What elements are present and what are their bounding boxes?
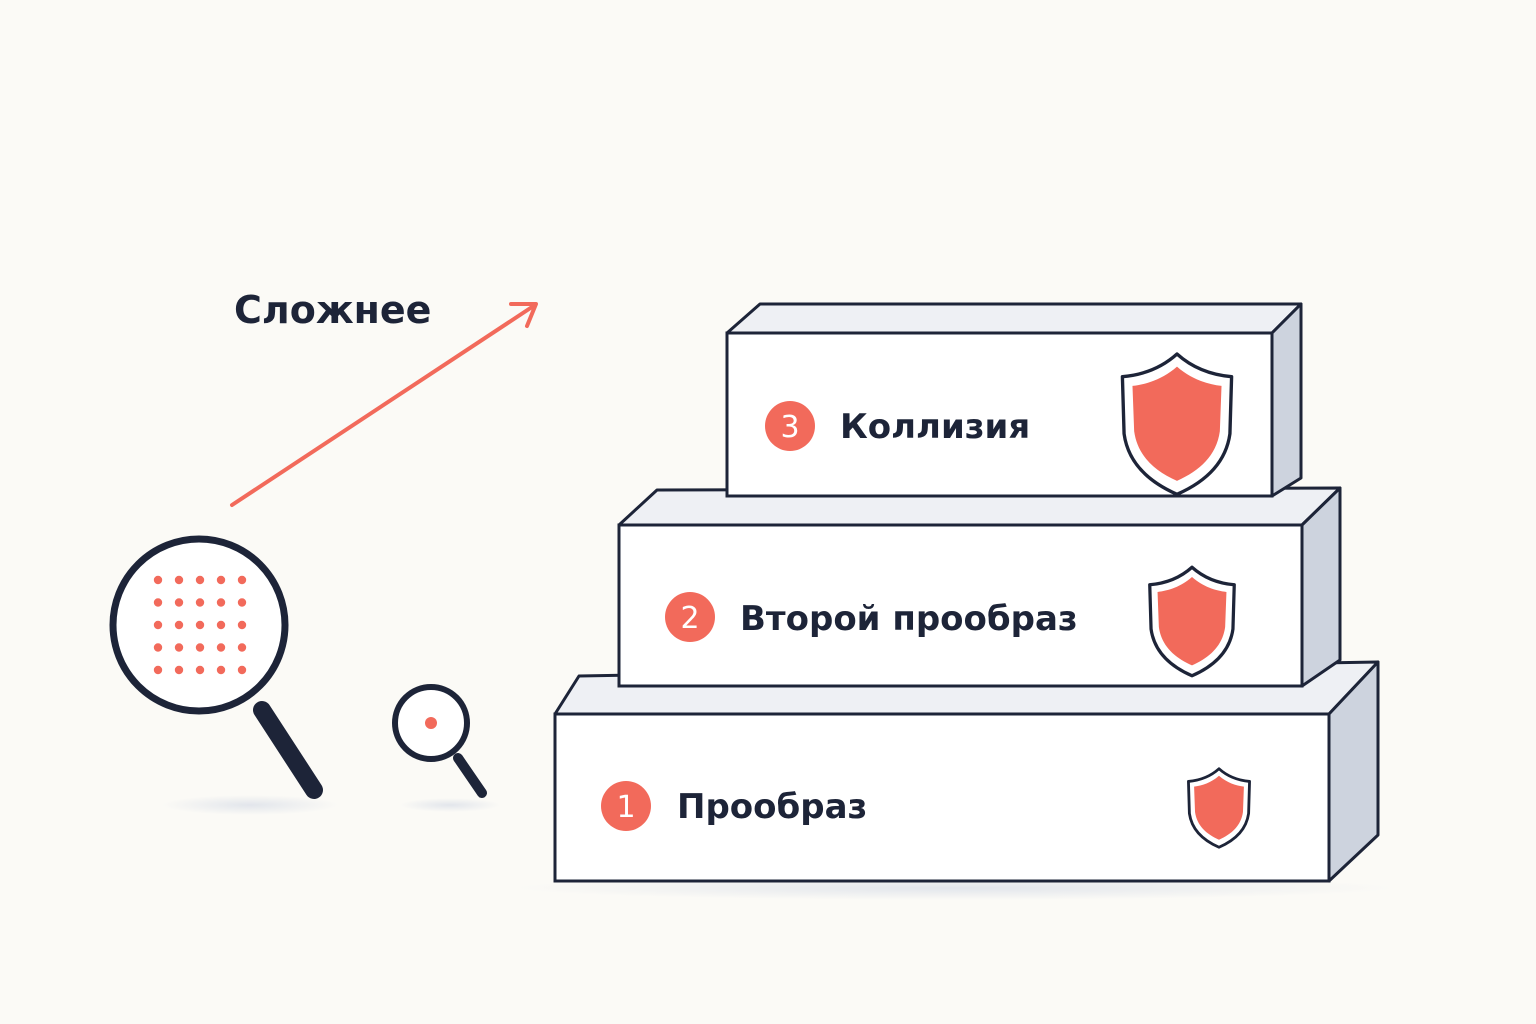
level-number: 1 — [616, 790, 635, 825]
small-magnifier-icon — [392, 684, 500, 812]
level-label: Второй прообраз — [740, 599, 1078, 639]
level-block-1: 1 Прообраз — [553, 660, 1380, 883]
trend-arrow — [230, 302, 538, 507]
heading-label: Сложнее — [234, 288, 431, 332]
dot — [174, 665, 184, 675]
dot — [195, 598, 205, 607]
dot — [153, 643, 163, 652]
level-number: 2 — [680, 601, 699, 636]
level-number: 3 — [780, 410, 799, 445]
shield-icon — [1187, 767, 1251, 849]
level-block-2: 2 Второй прообраз — [617, 486, 1342, 688]
dot-pattern — [153, 575, 247, 675]
dot — [195, 643, 205, 652]
dot — [195, 575, 205, 585]
dot — [174, 598, 184, 607]
dot — [216, 575, 226, 585]
dot — [237, 643, 247, 652]
dot — [195, 665, 205, 675]
dot — [237, 665, 247, 675]
dot — [237, 575, 247, 585]
dot — [153, 665, 163, 675]
dot — [216, 620, 226, 630]
dot — [174, 575, 184, 585]
dot — [195, 620, 205, 630]
level-badge: 2 — [665, 592, 715, 642]
dot — [237, 620, 247, 630]
dot — [216, 598, 226, 607]
dot — [174, 643, 184, 652]
level-label: Коллизия — [840, 407, 1030, 447]
dot — [216, 665, 226, 675]
dot — [153, 598, 163, 607]
level-label: Прообраз — [677, 787, 867, 827]
shield-icon — [1120, 352, 1234, 496]
dot — [237, 598, 247, 607]
dot — [174, 620, 184, 630]
dot — [216, 643, 226, 652]
level-badge: 3 — [765, 401, 815, 451]
level-block-3: 3 Коллизия — [725, 302, 1303, 498]
magnifier-icon — [109, 535, 338, 815]
shield-icon — [1148, 565, 1236, 678]
dot — [153, 575, 163, 585]
dot — [153, 620, 163, 630]
level-badge: 1 — [601, 781, 651, 831]
